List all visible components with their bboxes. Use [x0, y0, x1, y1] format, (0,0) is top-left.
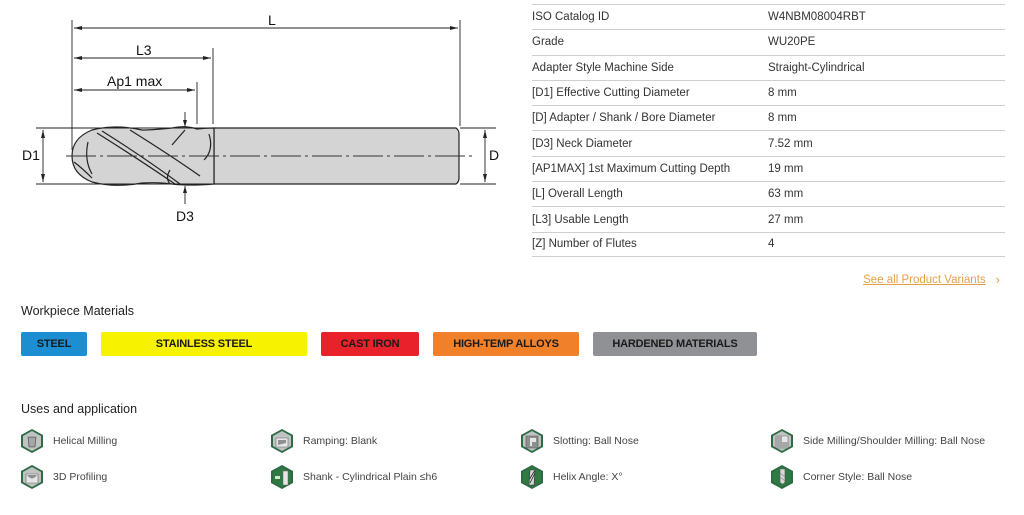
spec-row: [D1] Effective Cutting Diameter 8 mm [532, 79, 1005, 105]
spec-value: Straight-Cylindrical [768, 61, 865, 74]
spec-value: 19 mm [768, 162, 804, 175]
spec-value: 7.52 mm [768, 137, 813, 150]
flute [171, 129, 186, 146]
use-label: Ramping: Blank [303, 434, 378, 447]
spec-table: ISO Catalog ID W4NBM08004RBT Grade WU20PE Ad… [532, 4, 1005, 257]
use-item: Shank - Cylindrical Plain ≤h6 [270, 464, 520, 489]
use-label: Helical Milling [53, 434, 118, 447]
use-item: 3D Profiling [20, 464, 270, 489]
use-label: Corner Style: Ball Nose [803, 470, 913, 483]
shank-cylindrical-icon [271, 464, 293, 489]
spec-label: [Z] Number of Flutes [532, 238, 637, 251]
side-milling-icon [771, 428, 793, 453]
spec-row: [AP1MAX] 1st Maximum Cutting Depth 19 mm [532, 155, 1005, 181]
spec-label: Grade [532, 36, 564, 49]
spec-value: WU20PE [768, 36, 816, 49]
spec-value: W4NBM08004RBT [768, 11, 866, 24]
workpiece-materials-title: Workpiece Materials [21, 304, 135, 318]
use-label: Shank - Cylindrical Plain ≤h6 [303, 470, 438, 483]
use-item: Helical Milling [20, 428, 270, 453]
flute [166, 169, 171, 185]
use-label: 3D Profiling [53, 470, 108, 483]
use-item: Slotting: Ball Nose [520, 428, 770, 453]
spec-row: Adapter Style Machine Side Straight-Cylin… [532, 54, 1005, 80]
see-all-variants-label[interactable]: See all Product Variants [863, 273, 986, 286]
slotting-icon [521, 428, 543, 453]
uses-list: Helical Milling Ramping: Blank Slotting: B… [20, 428, 1020, 489]
corner-style-icon [771, 464, 793, 489]
spec-row: [Z] Number of Flutes 4 [532, 231, 1005, 257]
flute [73, 161, 93, 179]
spec-label: [D] Adapter / Shank / Bore Diameter [532, 112, 716, 125]
spec-value: 4 [768, 238, 775, 251]
chevron-right-icon: › [995, 272, 1000, 287]
label-d: D [489, 147, 499, 163]
label-ap1max: Ap1 max [107, 73, 162, 89]
spec-value: 8 mm [768, 112, 797, 125]
spec-row: [D3] Neck Diameter 7.52 mm [532, 130, 1005, 155]
label-d3: D3 [176, 208, 194, 224]
3d-profiling-icon [21, 464, 43, 489]
helix-angle-icon [521, 464, 543, 489]
spec-row: [L3] Usable Length 27 mm [532, 206, 1005, 231]
spec-row: [D] Adapter / Shank / Bore Diameter 8 mm [532, 105, 1005, 130]
spec-row: Grade WU20PE [532, 29, 1005, 54]
helical-milling-icon [21, 428, 43, 453]
spec-value: 8 mm [768, 87, 797, 100]
flute [86, 141, 93, 175]
flute [203, 133, 212, 161]
material-tag-hardened-materials[interactable]: HARDENED MATERIALS [593, 332, 757, 356]
spec-label: [D3] Neck Diameter [532, 137, 633, 150]
see-all-variants-link[interactable]: See all Product Variants › [863, 272, 1000, 287]
spec-row: ISO Catalog ID W4NBM08004RBT [532, 4, 1005, 29]
use-label: Helix Angle: X° [553, 470, 623, 483]
label-l: L [268, 12, 276, 28]
flute [101, 130, 181, 185]
material-tags: STEEL STAINLESS STEEL CAST IRON HIGH-TEMP A… [21, 332, 757, 356]
spec-label: Adapter Style Machine Side [532, 61, 674, 74]
use-label: Slotting: Ball Nose [553, 434, 639, 447]
use-item: Ramping: Blank [270, 428, 520, 453]
uses-title: Uses and application [21, 402, 138, 416]
spec-label: [D1] Effective Cutting Diameter [532, 87, 690, 100]
use-item: Helix Angle: X° [520, 464, 770, 489]
material-tag-steel[interactable]: STEEL [21, 332, 87, 356]
spec-row: [L] Overall Length 63 mm [532, 181, 1005, 206]
flute [129, 129, 201, 177]
use-label: Side Milling/Shoulder Milling: Ball Nose [803, 434, 986, 447]
label-l3: L3 [136, 42, 152, 58]
spec-label: [L] Overall Length [532, 188, 623, 201]
spec-label: [AP1MAX] 1st Maximum Cutting Depth [532, 162, 731, 175]
material-tag-high-temp-alloys[interactable]: HIGH-TEMP ALLOYS [433, 332, 579, 356]
spec-label: [L3] Usable Length [532, 213, 629, 226]
use-item: Side Milling/Shoulder Milling: Ball Nose [770, 428, 1020, 453]
material-tag-stainless-steel[interactable]: STAINLESS STEEL [101, 332, 307, 356]
label-d1: D1 [22, 147, 40, 163]
spec-value: 27 mm [768, 213, 804, 226]
spec-value: 63 mm [768, 188, 804, 201]
use-item: Corner Style: Ball Nose [770, 464, 1020, 489]
ramping-icon [271, 428, 293, 453]
spec-label: ISO Catalog ID [532, 11, 610, 24]
material-tag-cast-iron[interactable]: CAST IRON [321, 332, 419, 356]
tool-drawing: L L3 Ap1 max D1 D D3 [22, 12, 499, 224]
